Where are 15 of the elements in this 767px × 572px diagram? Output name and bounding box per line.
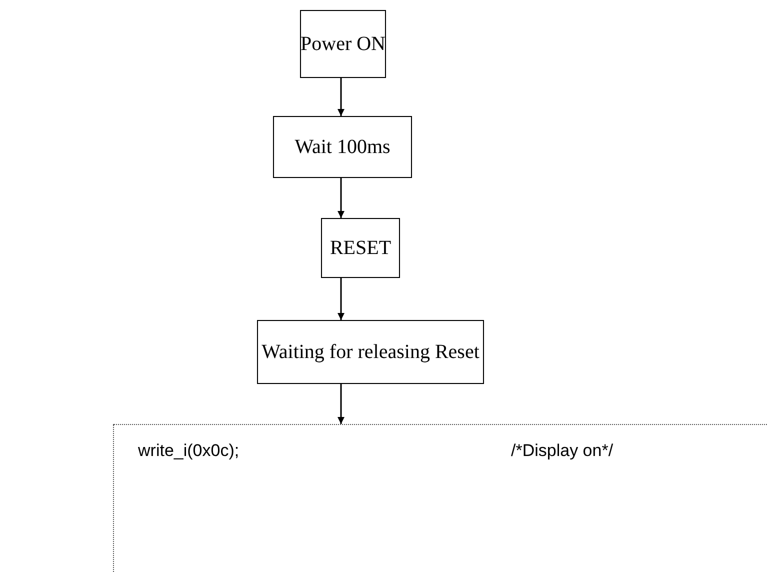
arrow: [338, 384, 344, 424]
process-box: [321, 218, 400, 278]
code-line: write_i(0x0c);: [138, 441, 240, 461]
process-box: [257, 320, 484, 384]
arrow: [338, 78, 344, 116]
box-label: RESET: [330, 236, 392, 260]
process-box: [300, 10, 386, 78]
process-box: [273, 116, 412, 178]
arrow: [338, 178, 344, 218]
box-label: Waiting for releasing Reset: [262, 340, 480, 364]
box-label: Power ON: [300, 32, 386, 56]
code-panel: [113, 424, 767, 572]
arrow: [338, 278, 344, 320]
code-comment: /*Display on*/: [511, 441, 614, 461]
box-label: Wait 100ms: [294, 136, 390, 158]
